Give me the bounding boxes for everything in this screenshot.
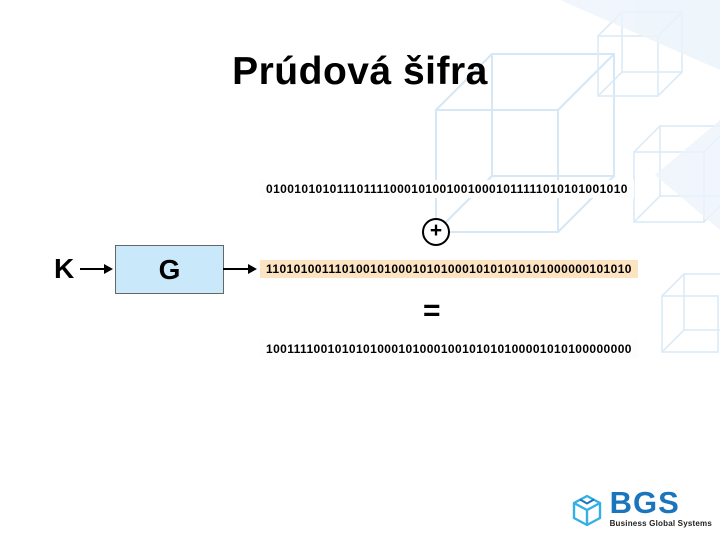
slide-title: Prúdová šifra <box>232 50 488 93</box>
key-label: K <box>54 253 75 284</box>
generator-box: G <box>115 245 224 294</box>
bgs-logo-tagline: Business Global Systems <box>609 519 712 528</box>
equals-symbol: = <box>423 294 441 327</box>
keystream-bits: 1101010011101001010001010100010101010101… <box>260 260 638 278</box>
xor-operator-icon: + <box>422 218 450 246</box>
arrowhead-key-to-generator-icon <box>104 264 113 274</box>
bgs-cube-icon <box>572 494 601 527</box>
plaintext-bits: 0100101010111011110001010010010001011111… <box>260 180 634 198</box>
bgs-logo-text-block: BGS Business Global Systems <box>609 484 712 528</box>
bgs-logo-text: BGS <box>609 484 680 520</box>
ciphertext-bits: 1001111001010101000101000100101010100001… <box>260 340 638 358</box>
generator-label: G <box>158 253 181 285</box>
arrowhead-generator-to-keystream-icon <box>248 264 257 274</box>
arrow-generator-to-keystream <box>223 268 249 270</box>
arrow-key-to-generator <box>80 268 105 270</box>
bgs-logo: BGS Business Global Systems <box>570 484 712 528</box>
